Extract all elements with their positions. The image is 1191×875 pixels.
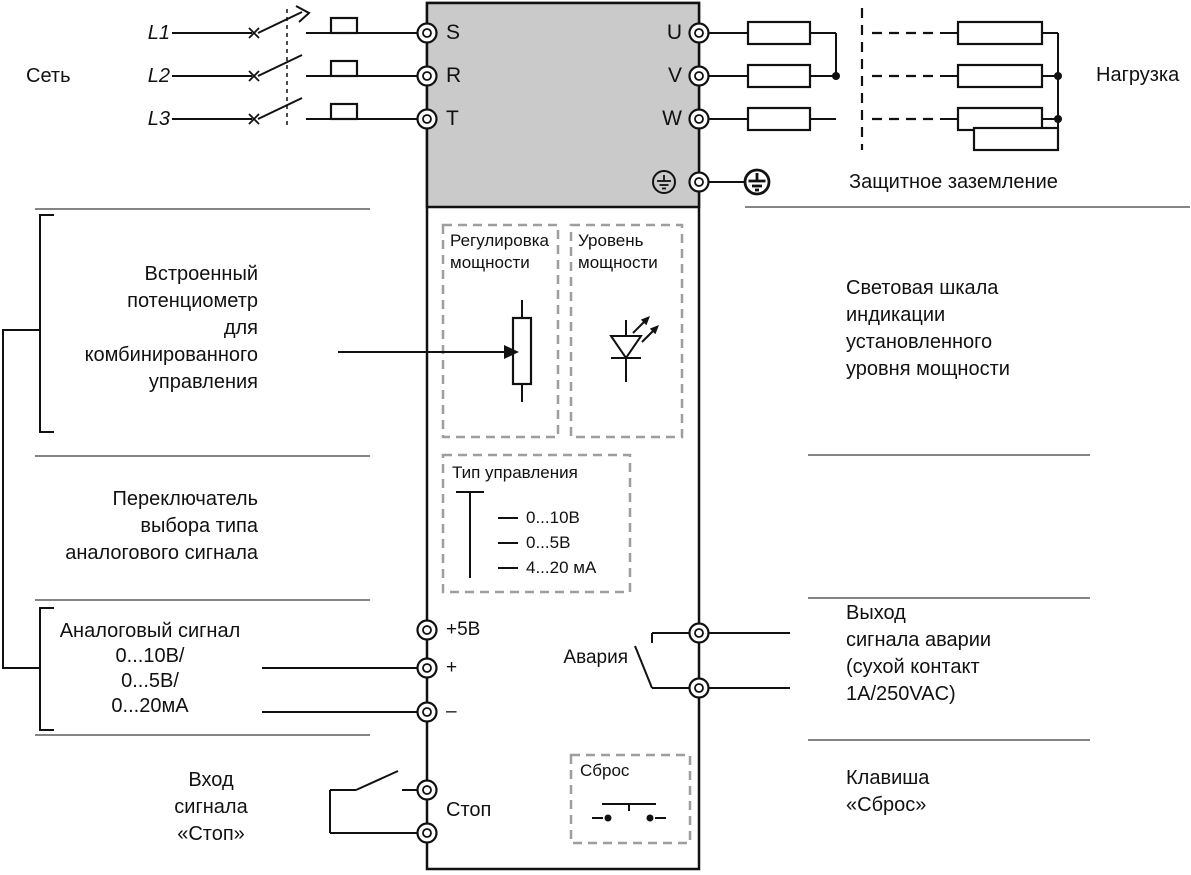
phase-l1-wiring [172, 5, 418, 39]
annotation-signal-selector: Переключатель выбора типа аналогового си… [65, 488, 258, 564]
power-level-box-title: Уровень мощности [578, 231, 658, 272]
junction-dot [1054, 115, 1062, 123]
annotation-stop-input: Вход сигнала «Стоп» [174, 769, 248, 845]
terminal-t [416, 108, 438, 130]
output-wiring [708, 20, 840, 132]
phase-l2-wiring [172, 54, 418, 82]
load-resistor-icon [956, 106, 1044, 132]
fuse-l3-icon [329, 102, 359, 121]
breaker-blade-l3 [257, 97, 303, 120]
device-terminals [416, 22, 710, 844]
load-resistor-icon [956, 63, 1044, 89]
power-level-box [569, 223, 684, 439]
breaker-blade-l1 [257, 11, 303, 34]
terminal-u [688, 22, 710, 44]
load-label: Нагрузка [1096, 64, 1180, 86]
alarm-contact-icon [634, 632, 790, 689]
terminal-stop-b [416, 822, 438, 844]
phase-label-l3: L3 [147, 108, 170, 130]
control-option-4-20ma: 4...20 мА [526, 558, 597, 577]
load-bank [940, 20, 1062, 152]
annotation-reset-key: Клавиша «Сброс» [846, 767, 930, 816]
control-type-box [441, 453, 632, 594]
reset-button-icon [592, 803, 666, 822]
grounding [652, 168, 771, 196]
terminal-label-stop: Стоп [446, 799, 492, 821]
power-adjust-box [441, 223, 560, 439]
terminal-w [688, 108, 710, 130]
selector-switch-icon [456, 491, 518, 578]
annotation-alarm-output: Выход сигнала аварии (сухой контакт 1А/2… [846, 602, 992, 705]
terminal-plus5v [416, 619, 438, 641]
resistor-u-icon [746, 20, 812, 46]
annotation-brackets [2, 214, 54, 731]
terminal-label-plus5v: +5В [446, 619, 481, 640]
breaker-flag-icon [295, 5, 311, 23]
terminal-minus [416, 701, 438, 723]
annotation-light-scale: Световая шкала индикации установленного … [846, 277, 1010, 380]
terminal-label-t: T [446, 107, 459, 130]
annotation-builtin-pot: Встроенный потенциометр для комбинирован… [84, 263, 258, 393]
mains-label: Сеть [26, 65, 71, 87]
power-adjust-box-title: Регулировка мощности [450, 231, 549, 272]
terminal-alarm-a [688, 622, 710, 644]
terminal-v [688, 65, 710, 87]
function-boxes [441, 223, 692, 845]
earth-symbol-internal-icon [652, 170, 676, 194]
led-icon [609, 316, 659, 382]
breaker-blade-l2 [257, 54, 303, 77]
control-type-box-title: Тип управления [452, 463, 578, 482]
ground-label: Защитное заземление [849, 171, 1058, 193]
stop-switch-icon [329, 770, 417, 834]
junction-dot [1054, 72, 1062, 80]
terminal-label-v: V [667, 64, 682, 87]
phase-l3-wiring [172, 97, 418, 125]
resistor-v-icon [746, 63, 812, 89]
terminal-stop-a [416, 779, 438, 801]
control-option-0-5v: 0...5В [526, 533, 571, 552]
reset-box-title: Сброс [580, 761, 630, 780]
analog-input-wires [262, 667, 417, 713]
potentiometer-icon [338, 300, 533, 402]
terminal-label-r: R [446, 64, 462, 87]
annotation-analog-signal: Аналоговый сигнал 0...10В/ 0...5В/ 0...2… [59, 620, 241, 717]
terminal-label-minus: – [446, 701, 457, 722]
fuse-l1-icon [329, 16, 359, 35]
terminal-plus [416, 657, 438, 679]
phase-label-l2: L2 [147, 65, 170, 87]
terminal-alarm-b [688, 677, 710, 699]
junction-dot [832, 72, 840, 80]
alarm-label: Авария [563, 647, 628, 668]
resistor-w-icon [746, 106, 812, 132]
terminal-label-plus: + [446, 657, 458, 678]
terminal-label-w: W [662, 107, 682, 130]
terminal-label-s: S [446, 21, 461, 44]
terminal-s [416, 22, 438, 44]
load-resistor-icon [956, 20, 1044, 46]
fuse-l2-icon [329, 59, 359, 78]
load-resistor-icon [972, 126, 1060, 152]
load-feed-lines [860, 8, 940, 150]
separator-lines [35, 206, 1190, 741]
pe-ground-icon [743, 168, 771, 196]
terminal-ground [688, 171, 710, 193]
terminal-r [416, 65, 438, 87]
control-option-0-10v: 0...10В [526, 508, 580, 527]
phase-label-l1: L1 [147, 22, 170, 44]
terminal-label-u: U [666, 21, 682, 44]
